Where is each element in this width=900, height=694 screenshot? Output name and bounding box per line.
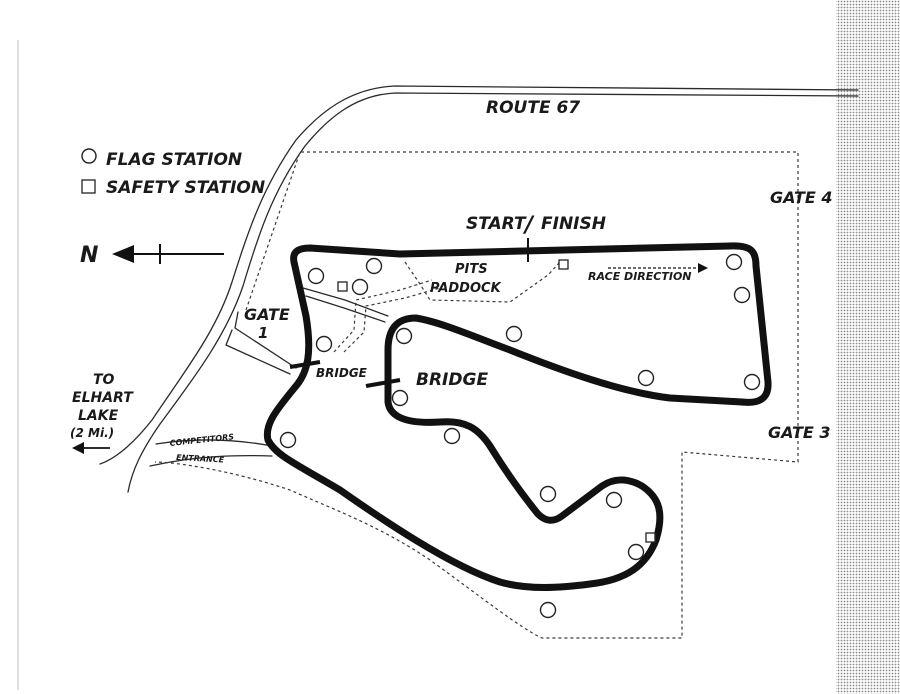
flag-station [279,431,297,449]
flag-station [743,373,761,391]
bridge-small-label: BRIDGE [316,366,368,380]
flag-station [365,257,383,275]
entrance-label: ENTRANCE [176,453,225,465]
north-label: N [80,243,98,268]
bridge-marker-small [289,360,321,369]
page-edge-shading [836,0,900,694]
gate-1-number: 1 [258,324,268,342]
paddock-road-2 [305,295,386,323]
bridge-marker-large [365,378,401,388]
paddock-road [302,287,389,317]
paddock-access-path [333,279,433,353]
race-direction-arrowhead-icon [698,263,708,273]
flag-station [443,427,461,445]
competitors-label: COMPETITORS [169,432,234,448]
gate-3-label: GATE 3 [768,423,831,442]
lake-arrowhead-icon [72,442,84,454]
north-arrowhead-icon [112,245,134,263]
finish-label: FINISH [541,214,606,234]
flag-station [627,543,645,561]
lake-line-4: (2 Mi.) [70,426,114,440]
flag-station [637,369,655,387]
gate1-road [234,311,297,369]
flag-stations [279,253,761,619]
lake-line-2: ELHART [72,390,134,406]
start-label: START [466,214,527,234]
paddock-boundary [404,261,561,303]
route-67-road-inner [127,92,859,493]
flag-station [539,601,557,619]
paddock-access-path-2 [343,287,441,353]
flag-station [395,327,413,345]
flag-station [505,325,523,343]
race-track [263,242,772,591]
flag-station [351,278,369,296]
legend-safety-label: SAFETY STATION [106,178,265,198]
flag-station [539,485,557,503]
flag-station [307,267,325,285]
race-direction-label: RACE DIRECTION [588,270,692,283]
flag-station [315,335,333,353]
elhart-lake-label: TO ELHART LAKE (2 Mi.) [70,372,134,454]
safety-station [337,281,348,292]
route-67-road [99,85,859,465]
bridge-large-label: BRIDGE [416,370,488,390]
legend-flag-label: FLAG STATION [106,150,242,170]
flag-station [391,389,409,407]
paddock-label: PADDOCK [430,281,502,296]
legend: FLAG STATION SAFETY STATION [81,148,265,198]
legend-flag-icon [81,148,97,164]
gate-1-label: GATE [244,305,290,324]
gate-4-label: GATE 4 [770,188,833,207]
pits-label: PITS [455,262,488,277]
lake-line-3: LAKE [78,408,119,424]
safety-station [558,259,569,270]
lake-line-1: TO [93,372,115,388]
start-finish-slash: / [522,213,535,238]
safety-stations [337,259,656,543]
legend-safety-icon [81,179,96,194]
north-arrow: N [80,243,224,268]
safety-station [645,532,656,543]
route-67-label: ROUTE 67 [486,98,580,118]
flag-station [605,491,623,509]
gate1-road-2 [225,329,291,375]
flag-station [725,253,743,271]
flag-station [733,286,751,304]
competitors-road [155,439,273,447]
